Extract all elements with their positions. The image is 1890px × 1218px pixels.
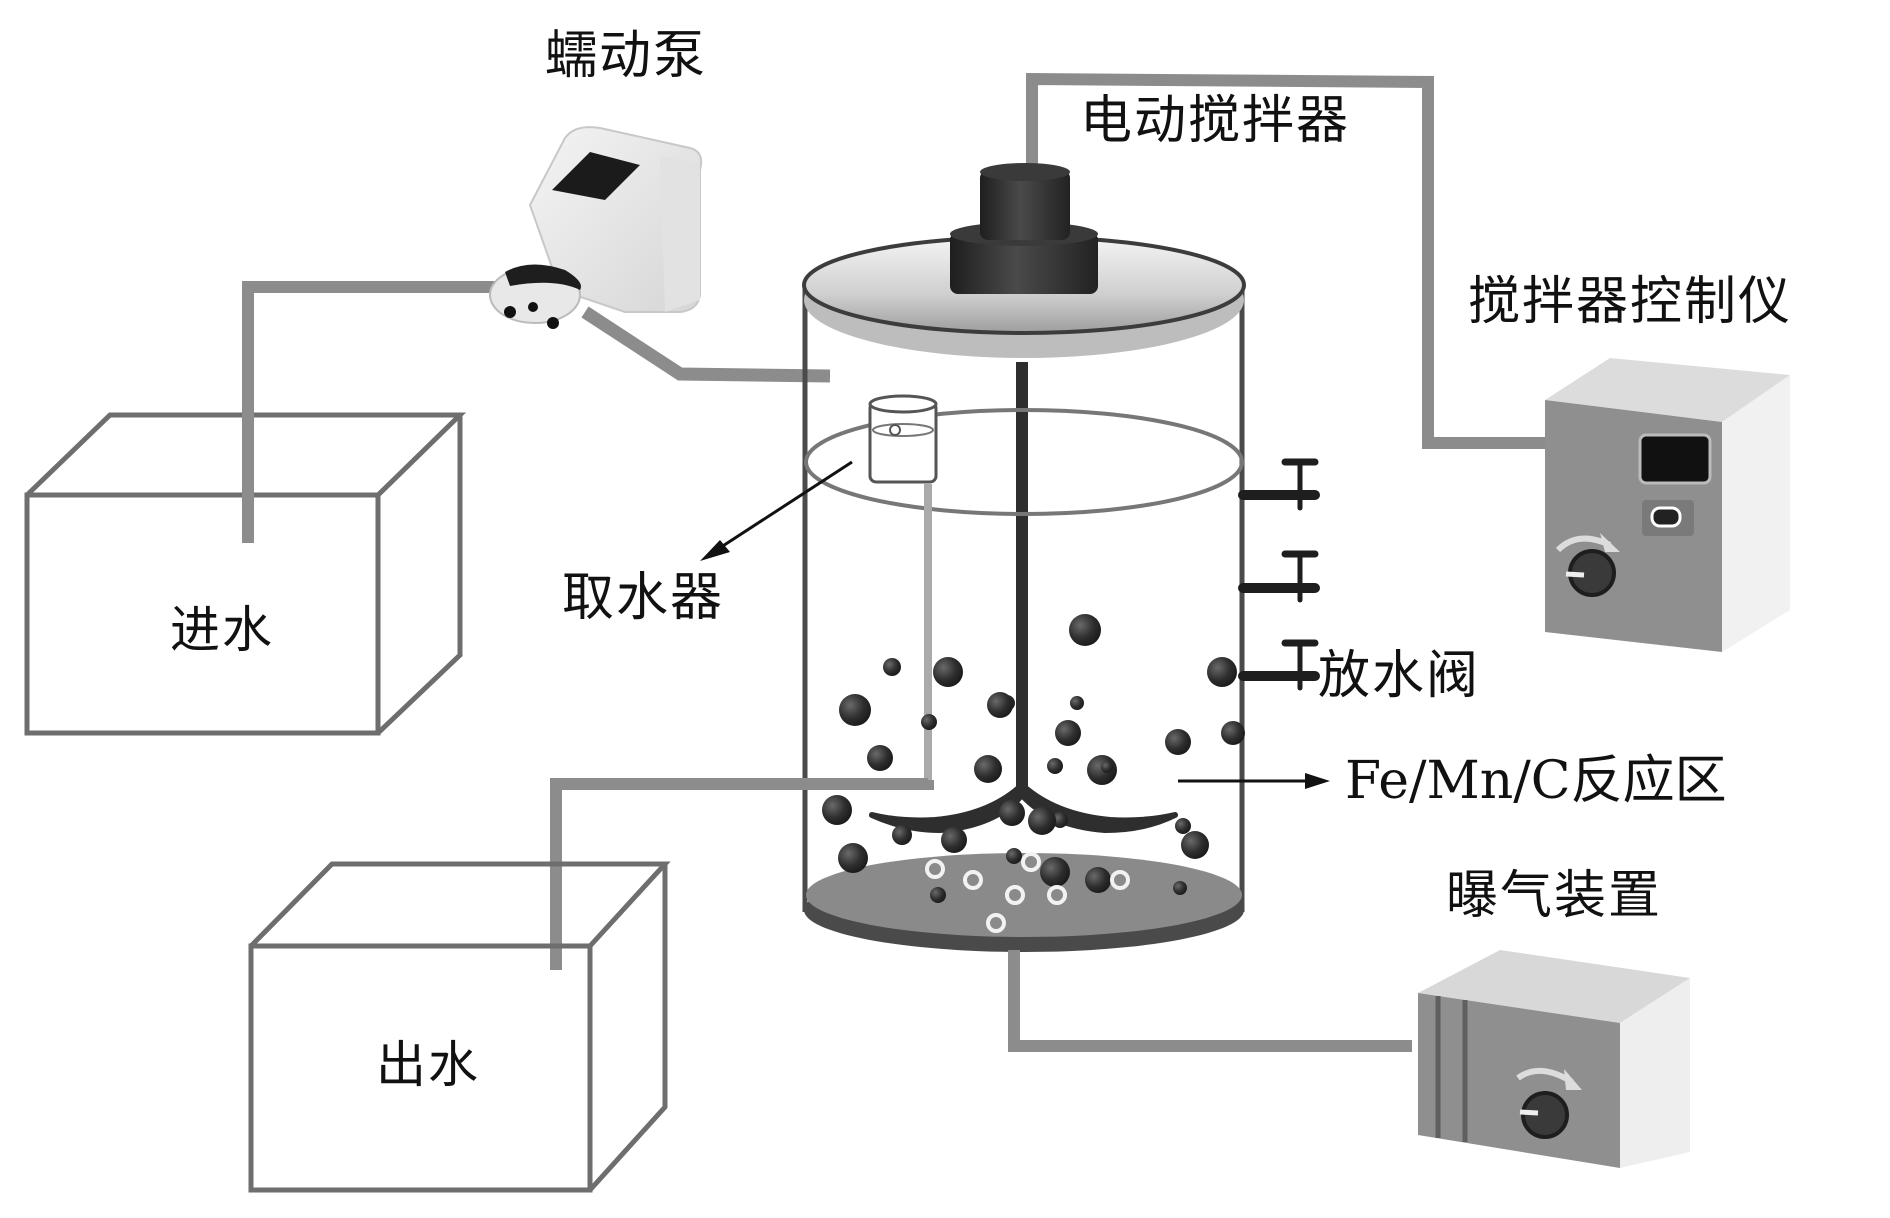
particle: [974, 755, 1002, 783]
influent-tank-top: [25, 412, 467, 497]
effluent-tank: [248, 861, 671, 1193]
drain-valve: [1238, 550, 1320, 603]
pump-port: [547, 317, 559, 329]
particle: [987, 692, 1013, 718]
sampler-outlet-pipe: [550, 778, 934, 970]
particle: [1207, 657, 1237, 687]
particle: [1165, 729, 1191, 755]
air-bubble: [986, 913, 1006, 933]
aeration-bubbles: [925, 852, 1130, 933]
reactor: [550, 163, 1320, 970]
pump-port: [528, 302, 538, 312]
stirrer-controller-cable: [1026, 72, 1548, 449]
pump-display: [552, 152, 640, 200]
particle: [1040, 857, 1070, 887]
stirrer-controller-label: 搅拌器控制仪: [1468, 272, 1793, 332]
influent-pipe: [242, 281, 505, 543]
influent-label: 进水: [170, 601, 274, 659]
air-bubble: [1047, 885, 1067, 905]
particle: [1101, 761, 1113, 773]
particle: [867, 745, 893, 771]
stirrer-motor-top-cap: [980, 163, 1070, 181]
particle: [892, 825, 912, 845]
particle: [838, 843, 868, 873]
stirrer-impeller: [869, 782, 1178, 833]
water-surface: [804, 408, 1244, 516]
fe-mn-c-particles: [822, 614, 1245, 903]
influent-tank: [24, 412, 467, 736]
reaction-zone-pointer-arrow: [1178, 773, 1330, 789]
stirrer-motor-base: [950, 232, 1098, 294]
particle: [1055, 720, 1081, 746]
stirrer-controller: [1545, 358, 1790, 652]
drain-valve: [1238, 639, 1320, 691]
particle: [1028, 807, 1056, 835]
aeration-device-label: 曝气装置: [1446, 866, 1663, 926]
sampler-water: [872, 423, 934, 437]
particle: [1047, 758, 1063, 774]
sampler-port: [889, 424, 901, 436]
controller-display: [1638, 433, 1712, 485]
particle: [933, 657, 963, 687]
particle: [1069, 614, 1101, 646]
aeration-pipe: [1008, 950, 1412, 1052]
particle: [1006, 848, 1022, 864]
water-sampler-label: 取水器: [562, 568, 725, 628]
drain-valves: [1238, 458, 1320, 691]
peristaltic-pump-label: 蠕动泵: [545, 26, 708, 86]
air-bubble: [963, 870, 983, 890]
particle: [1221, 721, 1245, 745]
effluent-tank-top: [249, 861, 671, 948]
drain-valve-label: 放水阀: [1318, 646, 1481, 706]
particle: [921, 714, 937, 730]
particle: [1173, 881, 1187, 895]
aerator-side: [1620, 978, 1690, 1168]
peristaltic-pump: [489, 126, 831, 383]
aerator-front: [1418, 993, 1620, 1168]
pump-side: [660, 155, 700, 312]
pump-port: [504, 306, 516, 318]
particle: [1175, 818, 1191, 834]
controller-rotate-arrowhead: [1600, 533, 1620, 552]
controller-knob-mark: [1565, 571, 1585, 578]
particle: [822, 795, 852, 825]
air-bubble: [1005, 885, 1025, 905]
controller-side: [1722, 375, 1790, 652]
effluent-label: 出水: [376, 1036, 480, 1094]
air-bubble: [925, 859, 945, 879]
controller-top: [1545, 358, 1790, 422]
particle: [999, 800, 1025, 826]
air-bubble: [1110, 870, 1130, 890]
sampler-pointer-arrow: [700, 460, 853, 561]
sampler-cup-top: [868, 394, 938, 414]
drain-valve: [1238, 458, 1320, 511]
particle: [1085, 867, 1111, 893]
aeration-device: [1418, 950, 1690, 1168]
sampler-cup: [868, 400, 938, 484]
pump-to-reactor-pipe: [581, 306, 831, 383]
pump-roller-cover: [505, 264, 581, 290]
particle: [1181, 831, 1209, 859]
reaction-zone-label: Fe/Mn/C反应区: [1345, 751, 1727, 811]
aerator-knob: [1521, 1091, 1569, 1139]
particle: [941, 827, 967, 853]
effluent-tank-side: [588, 864, 668, 1192]
electric-stirrer-label: 电动搅拌器: [1080, 91, 1351, 151]
water-sampler: [550, 394, 938, 970]
particle: [930, 887, 946, 903]
air-bubble: [1021, 852, 1041, 872]
particle: [839, 694, 871, 726]
influent-tank-side: [376, 415, 463, 735]
aerator-rotate-arrowhead: [1564, 1069, 1582, 1090]
particle: [883, 658, 901, 676]
controller-button: [1650, 506, 1682, 528]
aerator-knob-mark: [1519, 1109, 1539, 1116]
aerator-top: [1418, 950, 1690, 1023]
particle: [1070, 696, 1084, 710]
particle: [1052, 812, 1068, 828]
stirrer-motor-top: [980, 170, 1070, 240]
